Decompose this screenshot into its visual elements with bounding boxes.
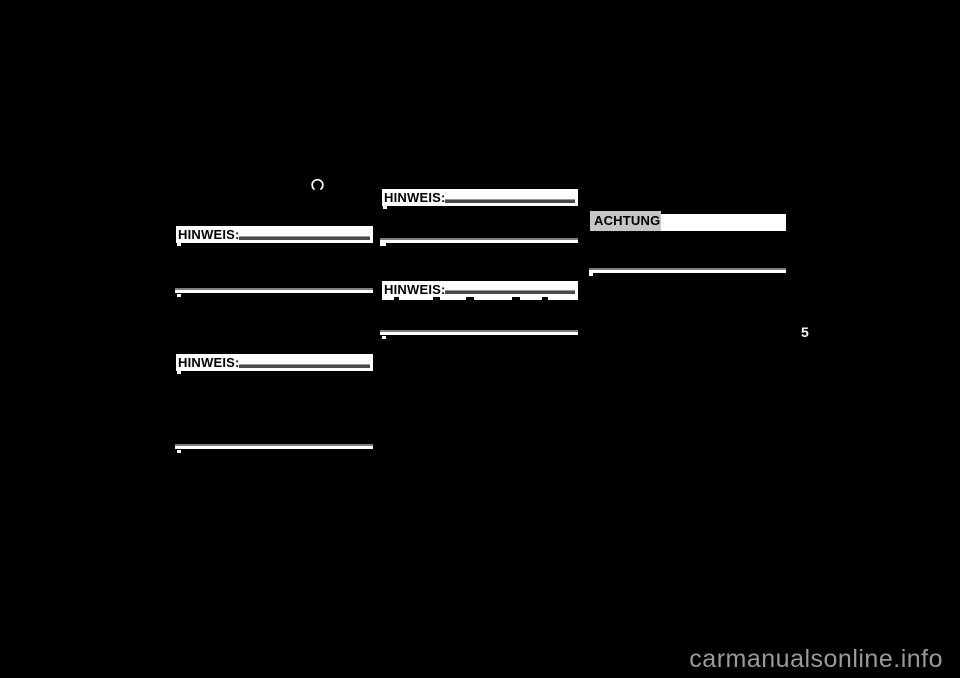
note-label: HINWEIS: bbox=[384, 282, 446, 297]
rule-white-line bbox=[175, 446, 373, 449]
note-underline-line bbox=[239, 364, 370, 368]
separator-rule bbox=[380, 330, 578, 339]
rule-white-line bbox=[380, 240, 578, 243]
note-underline-line bbox=[445, 290, 575, 294]
text-remnant-dash bbox=[520, 297, 542, 300]
separator-rule bbox=[589, 268, 786, 276]
rule-white-line bbox=[589, 270, 786, 273]
note-underline-line bbox=[445, 199, 575, 203]
text-remnant-dash bbox=[548, 297, 578, 300]
tick-mark bbox=[177, 294, 181, 297]
tick-mark bbox=[177, 450, 181, 453]
tick-mark bbox=[380, 242, 386, 246]
rule-shadow-line bbox=[175, 444, 373, 446]
text-remnant-dash bbox=[399, 297, 433, 300]
tick-mark bbox=[383, 206, 387, 209]
tick-mark bbox=[177, 243, 181, 246]
watermark-text: carmanualsonline.info bbox=[689, 645, 943, 673]
note-underline-line bbox=[239, 236, 370, 240]
separator-rule bbox=[380, 238, 578, 246]
rule-shadow-line bbox=[589, 268, 786, 270]
text-remnant-dash bbox=[382, 297, 394, 300]
tick-mark bbox=[382, 336, 386, 339]
rule-shadow-line bbox=[380, 238, 578, 240]
open-ring-icon bbox=[311, 178, 324, 190]
caution-chip: ACHTUNG: bbox=[590, 211, 665, 231]
note-bar: HINWEIS: bbox=[176, 354, 373, 374]
note-bar: HINWEIS: bbox=[382, 189, 578, 209]
caution-highlight-bar bbox=[661, 214, 786, 231]
text-remnant-dashes bbox=[382, 297, 578, 301]
rule-shadow-line bbox=[175, 288, 373, 290]
note-bar: HINWEIS: bbox=[176, 226, 373, 246]
text-remnant-dash bbox=[440, 297, 466, 300]
note-label: HINWEIS: bbox=[384, 190, 446, 205]
tick-mark bbox=[177, 371, 181, 374]
note-label: HINWEIS: bbox=[178, 227, 240, 242]
rule-white-line bbox=[380, 332, 578, 335]
caution-label: ACHTUNG: bbox=[594, 213, 665, 228]
rule-shadow-line bbox=[380, 330, 578, 332]
tick-mark bbox=[589, 273, 593, 276]
note-label: HINWEIS: bbox=[178, 355, 240, 370]
rule-white-line bbox=[175, 290, 373, 293]
text-remnant-dash bbox=[474, 297, 512, 300]
note-bar: HINWEIS: bbox=[382, 281, 578, 297]
separator-rule bbox=[175, 444, 373, 453]
separator-rule bbox=[175, 288, 373, 297]
section-number: 5 bbox=[801, 324, 809, 340]
